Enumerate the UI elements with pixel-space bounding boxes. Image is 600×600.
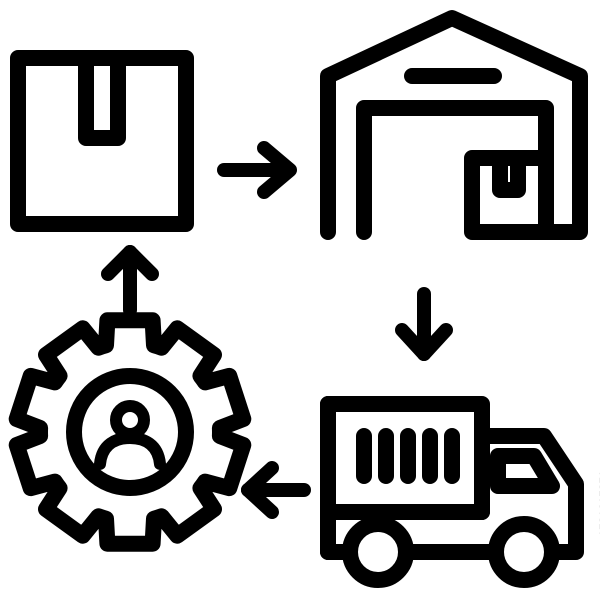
- gear-inner-ring: [66, 368, 194, 496]
- user-head-icon: [110, 400, 150, 440]
- arrow-left-icon: [241, 461, 311, 519]
- package-box-icon: [10, 50, 194, 232]
- gear-outline: [8, 312, 252, 552]
- warehouse-icon: [320, 10, 588, 240]
- gear-user-icon: [8, 312, 252, 552]
- arrow-right-icon: [217, 141, 297, 199]
- user-shoulders-icon: [94, 432, 166, 470]
- arrow-up-icon: [101, 245, 159, 317]
- arrow-down-icon: [395, 287, 453, 361]
- delivery-truck-icon: [320, 396, 584, 588]
